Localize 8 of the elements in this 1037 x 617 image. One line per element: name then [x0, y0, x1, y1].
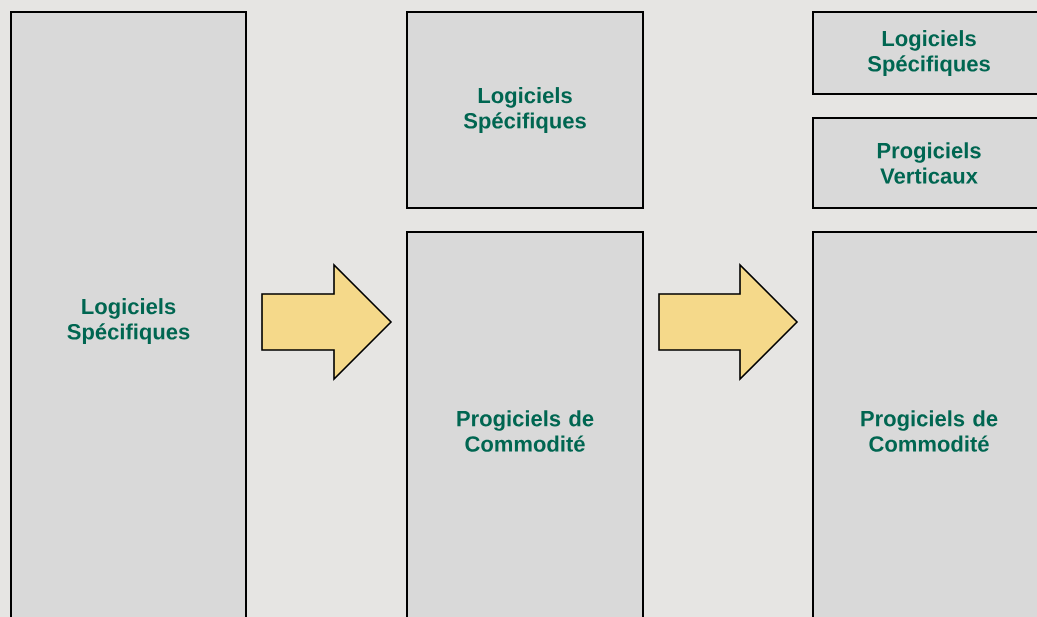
text-box: Logiciels Spécifiques [10, 11, 247, 617]
block-arrow [658, 263, 799, 381]
text-box: Progiciels Verticaux [812, 117, 1037, 209]
text-box: Logiciels Spécifiques [812, 11, 1037, 95]
text-box: Logiciels Spécifiques [406, 11, 644, 209]
text-box: Progiciels de Commodité [812, 231, 1037, 617]
block-arrow [261, 263, 393, 381]
text-box: Progiciels de Commodité [406, 231, 644, 617]
